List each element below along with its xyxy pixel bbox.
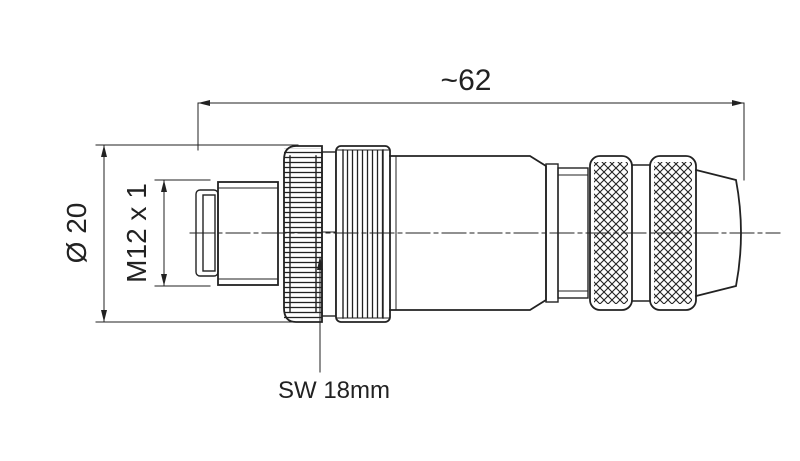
coupling-nut [283, 145, 337, 323]
grip-ring [335, 145, 391, 323]
length-label: ~62 [441, 64, 492, 97]
thread-dimension: M12 x 1 [121, 179, 211, 287]
wrench-size-callout: SW 18mm [278, 256, 390, 404]
wrench-size-label: SW 18mm [278, 377, 390, 404]
connector-body [195, 145, 742, 323]
diameter-dimension: Ø 20 [61, 144, 299, 323]
diameter-label: Ø 20 [61, 203, 92, 264]
length-dimension: ~62 [197, 64, 745, 181]
thread-label: M12 x 1 [121, 183, 152, 283]
